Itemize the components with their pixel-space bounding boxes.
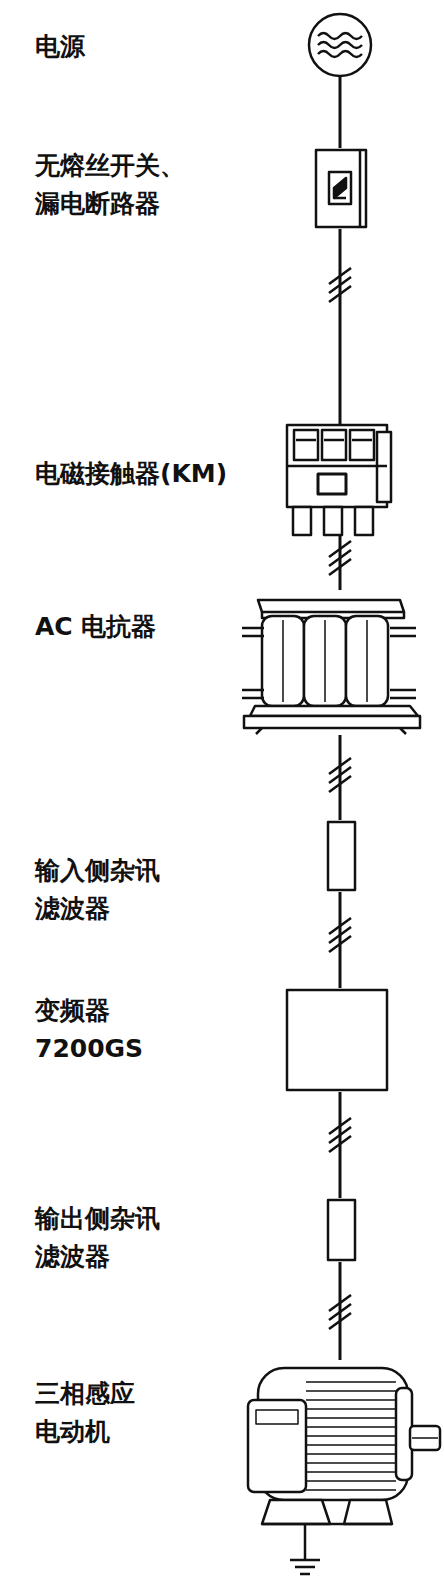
component: 无熔丝开关、 漏电断路器 (314, 148, 368, 229)
drawing-stroke (283, 620, 367, 702)
drawing-stroke (412, 1437, 438, 1439)
drawing-stroke (306, 1489, 396, 1491)
wire (339, 1262, 342, 1360)
component-label: 无熔丝开关、 漏电断路器 (35, 147, 185, 222)
component-label: 输出侧杂讯 滤波器 (35, 1200, 160, 1275)
component: 输入侧杂讯 滤波器 (326, 820, 357, 892)
output-filter-box (328, 1200, 355, 1260)
drawing-stroke (350, 430, 374, 460)
wire (339, 77, 342, 148)
component-label: AC 电抗器 (35, 608, 156, 646)
drawing-stroke (242, 628, 416, 636)
ground-symbol (290, 1524, 320, 1574)
drawing-stroke (306, 1453, 396, 1455)
drawing-stroke (322, 430, 346, 460)
component: 电源 (308, 13, 372, 77)
drawing-stroke (359, 150, 362, 227)
drawing-stroke (318, 42, 362, 48)
drawing-stroke (256, 1410, 298, 1424)
drawing-stroke (287, 465, 387, 468)
drawing-stroke (290, 1560, 320, 1574)
drawing-stroke (309, 14, 371, 76)
drawing-stroke (334, 197, 346, 200)
wire (339, 735, 342, 820)
drawing-stroke (306, 1435, 396, 1437)
drawing-stroke (306, 1408, 396, 1410)
drawing-stroke (344, 1500, 392, 1524)
drawing-stroke (250, 706, 418, 716)
component: AC 电抗器 (240, 590, 420, 735)
drawing-stroke (318, 474, 346, 494)
wire (339, 535, 342, 590)
wire (339, 1092, 342, 1198)
wire (339, 229, 342, 425)
drawing-stroke (410, 1426, 440, 1450)
drawing-stroke (306, 1417, 396, 1419)
component-label: 电磁接触器(KM) (35, 455, 227, 493)
component-label: 三相感应 电动机 (35, 1375, 135, 1450)
drawing-stroke (256, 728, 406, 734)
component: 电磁接触器(KM) (285, 425, 392, 535)
breaker-illustration (316, 150, 366, 227)
wire (339, 892, 342, 988)
drawing-stroke (262, 1500, 330, 1524)
motor-illustration (248, 1368, 440, 1524)
drawing-stroke (294, 430, 318, 460)
drawing-stroke (306, 1382, 396, 1490)
component: 三相感应 电动机 (235, 1360, 440, 1530)
drawing-stroke (242, 690, 416, 698)
drawing-stroke (244, 716, 420, 728)
drawing-stroke (296, 439, 372, 442)
drawing-stroke (306, 1381, 396, 1383)
component: 变频器 7200GS (285, 988, 389, 1092)
three-phase-marks (329, 268, 351, 1329)
drawing-stroke (324, 507, 342, 535)
component-label: 变频器 7200GS (35, 992, 143, 1067)
drawing-stroke (329, 172, 351, 204)
drawing-stroke (306, 1444, 396, 1446)
component: 输出侧杂讯 滤波器 (326, 1198, 357, 1262)
drawing-stroke (287, 425, 387, 507)
drawing-stroke (306, 1399, 396, 1401)
drawing-stroke (355, 507, 373, 535)
drawing-stroke (306, 1426, 396, 1428)
drawing-stroke (306, 1480, 396, 1482)
reactor-illustration (242, 600, 420, 734)
drawing-stroke (258, 600, 404, 612)
drawing-stroke (306, 1390, 396, 1392)
inverter-box (287, 990, 387, 1090)
drawing-stroke (318, 51, 362, 57)
drawing-stroke (293, 507, 311, 535)
drawing-stroke (318, 33, 362, 39)
drawing-stroke (334, 178, 346, 198)
drawing-stroke (304, 1524, 307, 1560)
input-filter-box (328, 822, 355, 890)
drawing-stroke (248, 1400, 306, 1492)
drawing-stroke (316, 150, 366, 227)
drawing-stroke (262, 1523, 392, 1526)
drawing-stroke (306, 1471, 396, 1473)
component-label: 电源 (35, 28, 85, 66)
drawing-stroke (306, 1462, 396, 1464)
power-source-symbol (309, 14, 371, 76)
component-label: 输入侧杂讯 滤波器 (35, 852, 160, 927)
contactor-illustration (287, 425, 391, 535)
